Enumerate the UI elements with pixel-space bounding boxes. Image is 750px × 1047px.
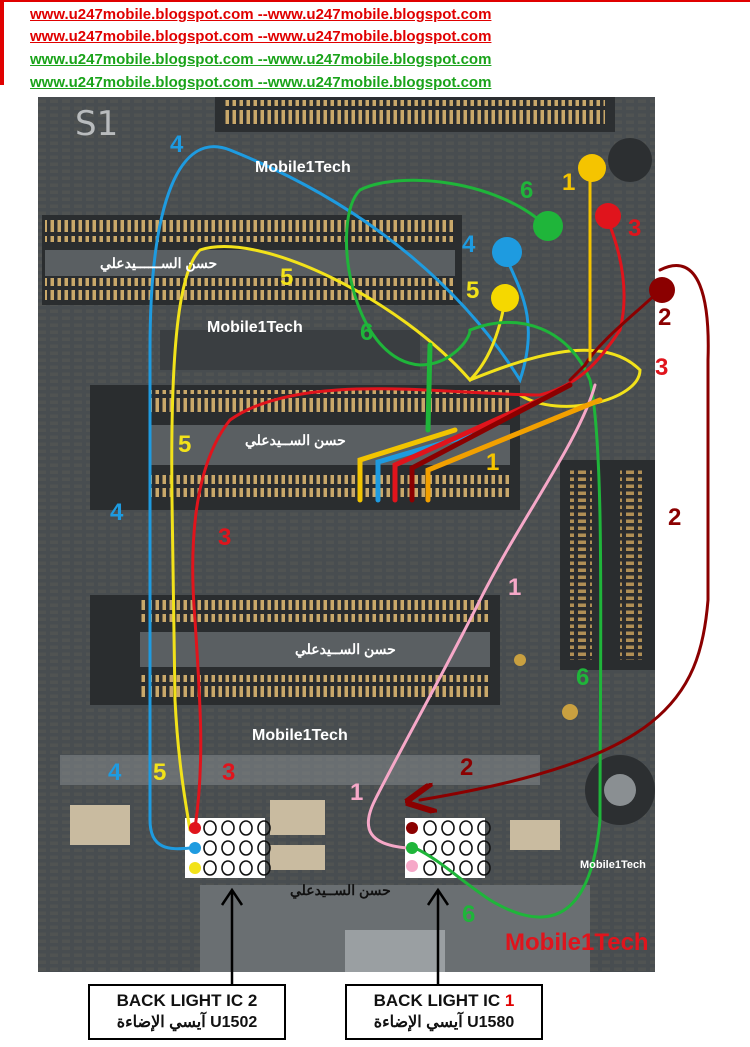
ic-label-u1580-title: BACK LIGHT IC	[373, 991, 505, 1010]
solder-pad	[221, 860, 235, 876]
solder-pad	[257, 820, 271, 836]
solder-pad	[423, 860, 437, 876]
connector-top	[215, 97, 615, 132]
arabic-label-2: حسن الســيدعلي	[245, 432, 346, 449]
pad-grid-u1502	[203, 820, 271, 876]
num-1-bottom: 1	[350, 779, 363, 806]
dot-5	[491, 284, 519, 312]
header-link-3[interactable]: www.u247mobile.blogspot.com --www.u247mo…	[30, 51, 492, 68]
solder-pad	[257, 840, 271, 856]
connector-row-2	[90, 385, 520, 510]
arrow-to-u1580	[426, 887, 450, 985]
arabic-label-3: حسن الســيدعلي	[295, 641, 396, 658]
num-3-mid: 3	[218, 524, 231, 551]
wire-6	[345, 178, 603, 919]
num-4-mid: 4	[110, 499, 124, 526]
solder-pad	[239, 860, 253, 876]
num-1-bus: 1	[486, 449, 499, 476]
solder-pad	[441, 860, 455, 876]
solder-pad	[441, 840, 455, 856]
num-2-top: 2	[658, 304, 671, 331]
ic-label-u1502-code: آيسي الإضاءة U1502	[116, 1014, 258, 1031]
solder-pad	[239, 840, 253, 856]
solder-pad	[203, 840, 217, 856]
num-5-right: 5	[466, 277, 479, 304]
arabic-label-4: حسن الســيدعلي	[290, 882, 391, 899]
ic-label-u1502-title: BACK LIGHT IC	[116, 991, 248, 1010]
solder-pad	[459, 860, 473, 876]
silk-s1: S1	[75, 104, 118, 144]
top-border-line	[0, 0, 750, 2]
dot-3	[595, 203, 621, 229]
solder-pad	[477, 820, 491, 836]
ic-label-u1502-num: 2	[247, 991, 258, 1010]
arabic-label-1: حسن الســــــيدعلي	[100, 255, 217, 272]
num-5-mid: 5	[178, 431, 191, 458]
solder-pad	[239, 820, 253, 836]
num-3-top: 3	[628, 215, 641, 242]
connector-row-3	[90, 595, 500, 705]
solder-pad	[477, 840, 491, 856]
num-5-top: 5	[280, 264, 293, 291]
wire-4	[148, 145, 530, 851]
ic-label-u1580: BACK LIGHT IC 1 آيسي الإضاءة U1580	[345, 984, 543, 1040]
num-2-mid: 2	[668, 504, 681, 531]
num-3-bottom: 3	[222, 759, 235, 786]
watermark-2: Mobile1Tech	[207, 319, 303, 336]
header-link-4[interactable]: www.u247mobile.blogspot.com --www.u247mo…	[30, 74, 492, 91]
header-link-2[interactable]: www.u247mobile.blogspot.com --www.u247mo…	[30, 28, 492, 45]
solder-pad	[441, 820, 455, 836]
solder-pad	[203, 820, 217, 836]
dot-2	[649, 277, 675, 303]
solder-pad	[221, 840, 235, 856]
dot-6	[533, 211, 563, 241]
watermark-4: Mobile1Tech	[580, 859, 646, 871]
header-link-1[interactable]: www.u247mobile.blogspot.com --www.u247mo…	[30, 6, 492, 23]
solder-pad	[221, 820, 235, 836]
arrow-to-u1502	[220, 887, 244, 985]
watermark-1: Mobile1Tech	[255, 159, 351, 176]
wire-1	[366, 383, 597, 850]
solder-pad	[459, 820, 473, 836]
small-components	[60, 138, 655, 972]
watermark-3: Mobile1Tech	[252, 727, 348, 744]
num-5-bottom: 5	[153, 759, 166, 786]
watermark-red: Mobile1Tech	[505, 929, 649, 956]
dot-1	[578, 154, 606, 182]
solder-pad	[459, 840, 473, 856]
wire-3	[191, 216, 626, 830]
num-1-mid: 1	[508, 574, 521, 601]
num-1-top: 1	[562, 169, 575, 196]
num-2-bottom: 2	[460, 754, 473, 781]
solder-pad	[203, 860, 217, 876]
num-4-top: 4	[170, 131, 184, 158]
solder-pad	[257, 860, 271, 876]
left-red-bar	[0, 0, 4, 85]
num-6-mid: 6	[576, 664, 589, 691]
side-connector	[560, 460, 655, 670]
ic-label-u1580-num: 1	[504, 991, 515, 1010]
ic-label-u1502: BACK LIGHT IC 2 آيسي الإضاءة U1502	[88, 984, 286, 1040]
num-4-right: 4	[462, 231, 476, 258]
ic-label-u1580-code: آيسي الإضاءة U1580	[373, 1014, 515, 1031]
num-4-bottom: 4	[108, 759, 122, 786]
num-6-bottom: 6	[462, 901, 475, 928]
num-6-left: 6	[360, 319, 373, 346]
num-3-right: 3	[655, 354, 668, 381]
solder-pad	[477, 860, 491, 876]
dot-4	[492, 237, 522, 267]
num-6-top: 6	[520, 177, 533, 204]
